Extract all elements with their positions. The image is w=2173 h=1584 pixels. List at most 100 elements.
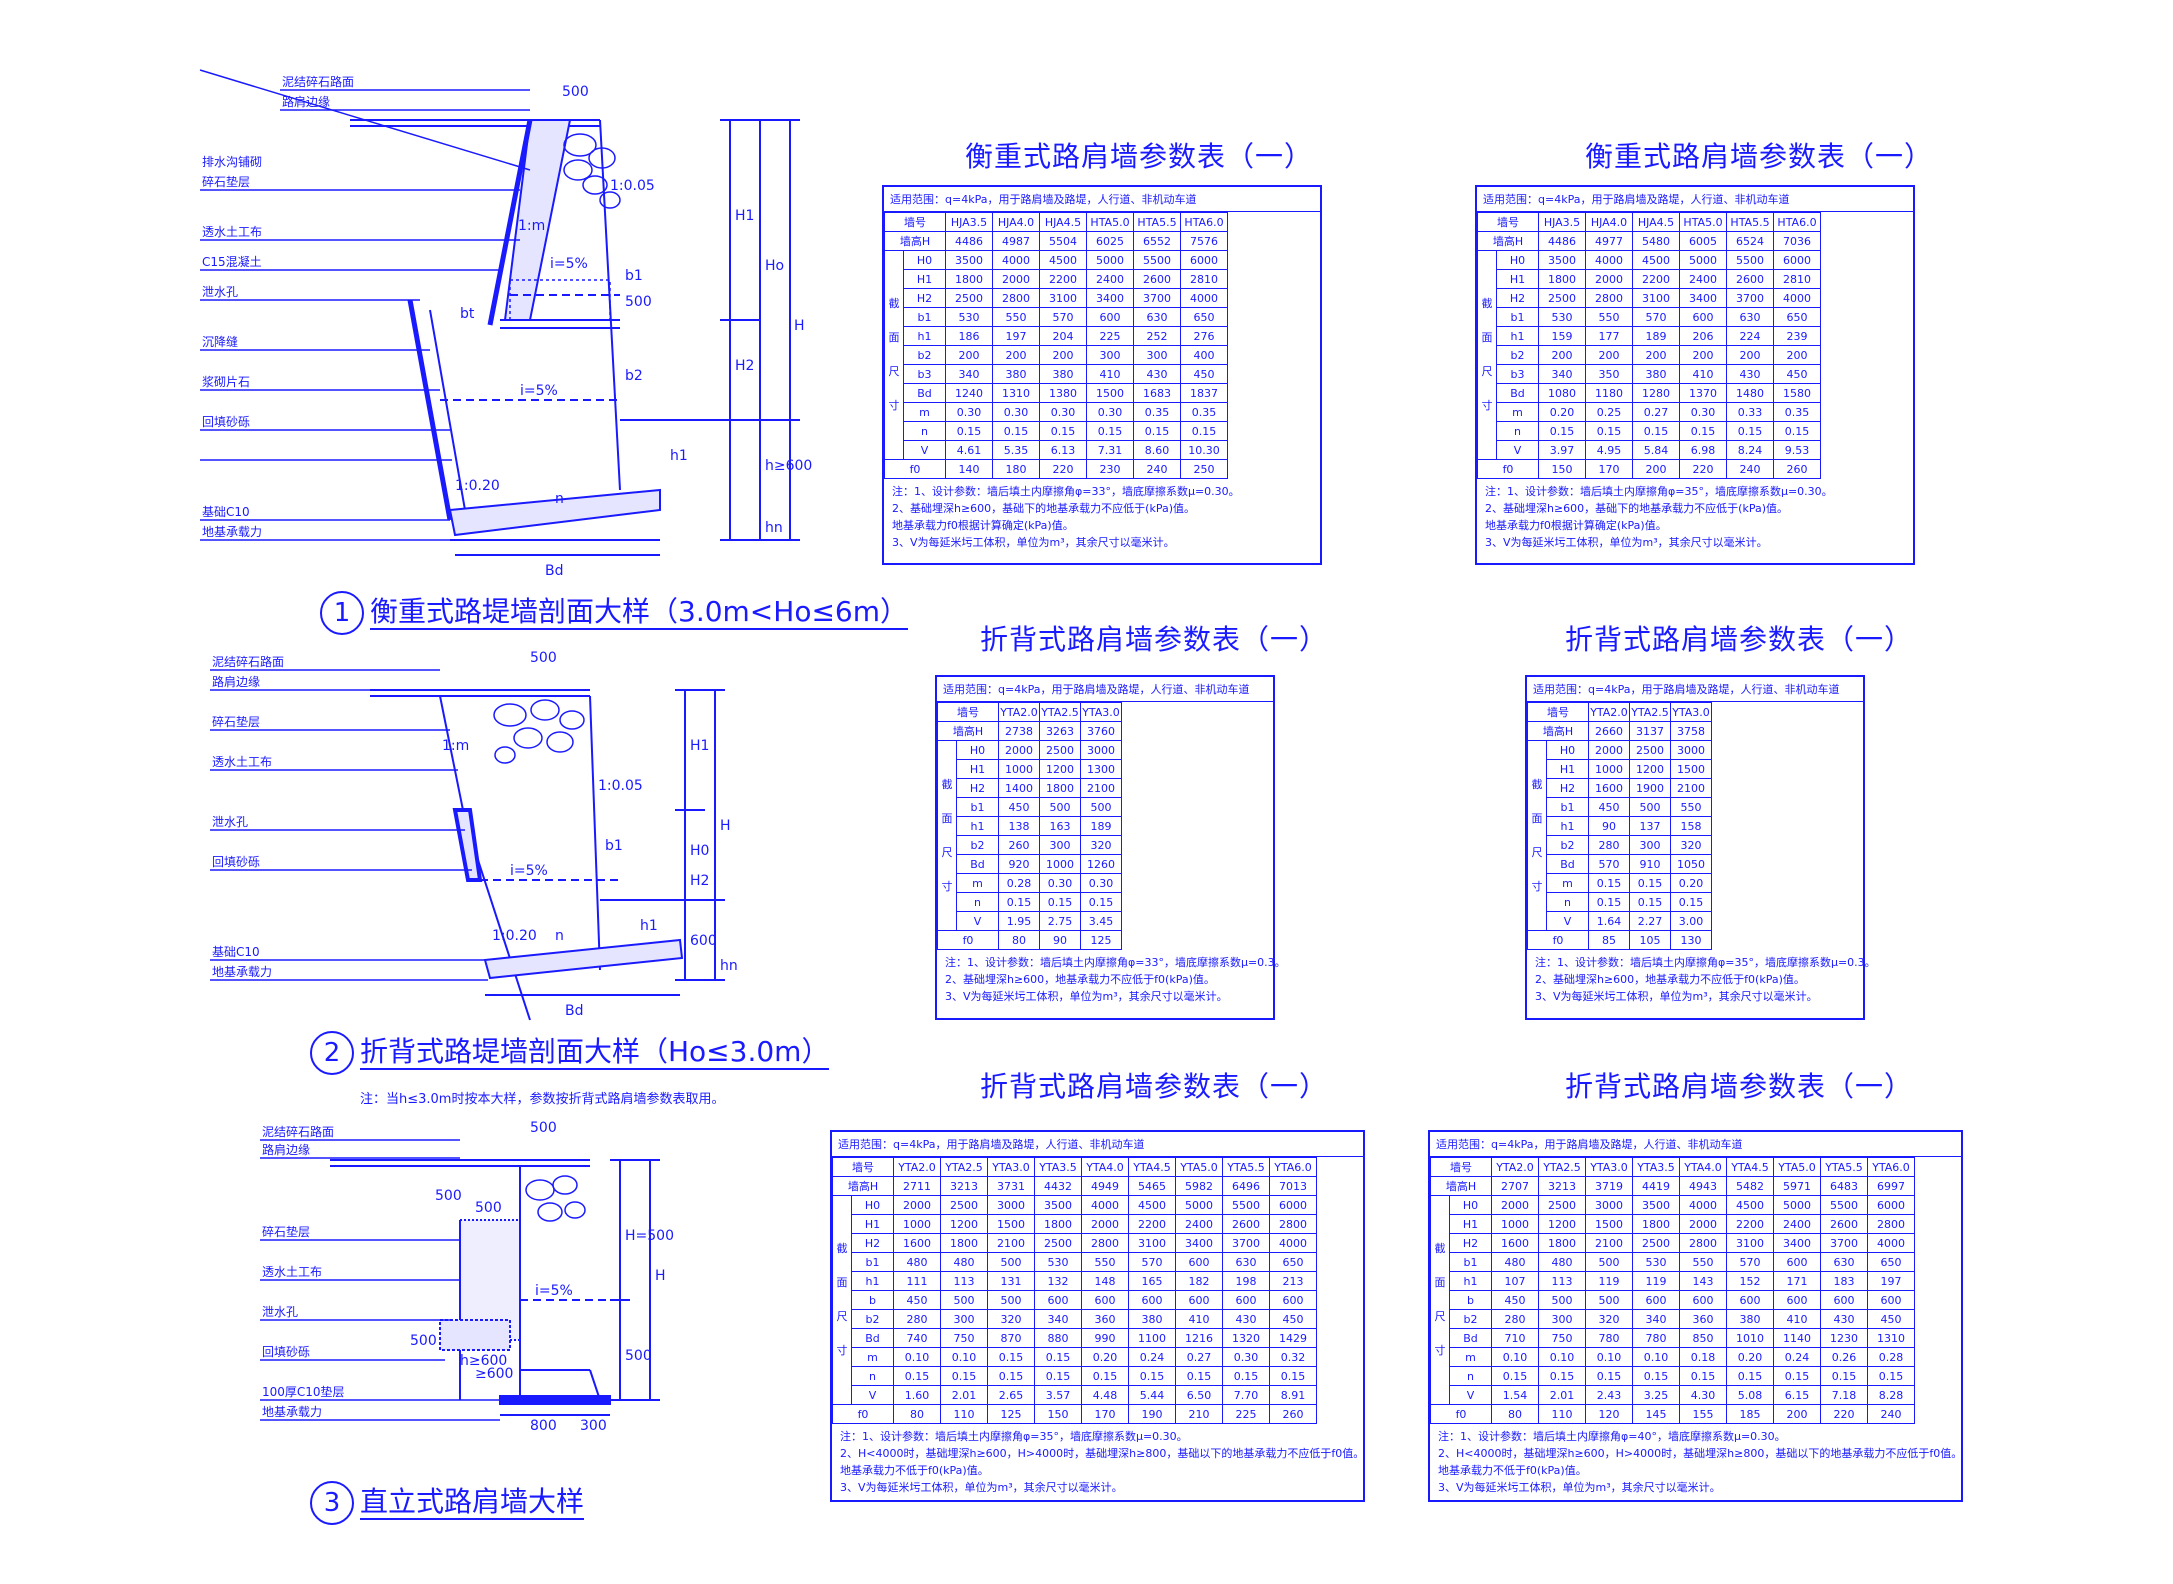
row-key: f0	[884, 459, 946, 479]
row-key: H2	[1449, 1233, 1492, 1253]
table-cell: 530	[945, 307, 993, 327]
table-cell: 450	[1180, 364, 1228, 384]
table-cell: 105	[1629, 930, 1671, 950]
table-cell: 280	[1588, 835, 1630, 855]
row-key: H0	[956, 740, 999, 760]
table-cell: 220	[1820, 1404, 1868, 1424]
table-cell: 410	[1175, 1309, 1223, 1329]
table-cell: 0.15	[1726, 421, 1774, 441]
row-key: H0	[1546, 740, 1589, 760]
table-cell: 600	[1867, 1290, 1915, 1310]
table-cell: 240	[1133, 459, 1181, 479]
table-cell: 600	[1128, 1290, 1176, 1310]
table-cell: 171	[1773, 1271, 1821, 1291]
row-key: Bd	[903, 383, 946, 403]
table-cell: 2738	[998, 721, 1040, 741]
row-label: 墙高H	[832, 1176, 894, 1196]
table-cell: 3000	[1585, 1195, 1633, 1215]
table-cell: 7.31	[1086, 440, 1134, 460]
table-cell: 80	[1491, 1404, 1539, 1424]
table-cell: 210	[1175, 1404, 1223, 1424]
table-cell: 3000	[1670, 740, 1712, 760]
table-cell: 550	[1081, 1252, 1129, 1272]
row-key: H0	[1449, 1195, 1492, 1215]
table-cell: 206	[1679, 326, 1727, 346]
d1-label-6: 泄水孔	[202, 285, 238, 299]
row-key: h1	[1496, 326, 1539, 346]
table-cell: 125	[1080, 930, 1122, 950]
col-header: 墙号	[1430, 1157, 1492, 1177]
col-header: YTA5.5	[1820, 1157, 1868, 1177]
d2-dim-3: b1	[605, 838, 623, 854]
col-header: YTA3.0	[1670, 702, 1712, 722]
table-cell: 2200	[1128, 1214, 1176, 1234]
note-line: 3、V为每延米圬工体积，单位为m³，其余尺寸以毫米计。	[892, 536, 1175, 549]
table-cell: 159	[1538, 326, 1586, 346]
row-key: f0	[1430, 1404, 1492, 1424]
row-key: b1	[903, 307, 946, 327]
table-cell: 2100	[987, 1233, 1035, 1253]
table-cell: 1400	[998, 778, 1040, 798]
table-cell: 3.45	[1080, 911, 1122, 931]
table-3-title: 折背式路肩墙参数表（一）	[1565, 623, 1914, 656]
row-key: V	[851, 1385, 894, 1405]
table-cell: 340	[1538, 364, 1586, 384]
table-cell: 0.20	[1538, 402, 1586, 422]
note-line: 注：1、设计参数：墙后填土内摩擦角φ=40°，墙底摩擦系数μ=0.30。	[1438, 1430, 1786, 1443]
table-cell: 550	[1679, 1252, 1727, 1272]
col-header: YTA2.0	[998, 702, 1040, 722]
table-cell: 1240	[945, 383, 993, 403]
table-cell: 0.15	[1679, 1366, 1727, 1386]
table-3-notes: 注：1、设计参数：墙后填土内摩擦角φ=35°，墙底摩擦系数μ=0.3。2、基础埋…	[1527, 950, 1876, 1009]
row-key: f0	[1477, 459, 1539, 479]
d1-dim-5: i=5%	[520, 383, 558, 399]
table-cell: 1800	[945, 269, 993, 289]
col-header: YTA4.5	[1726, 1157, 1774, 1177]
table-cell: 4987	[992, 231, 1040, 251]
table-cell: 6.50	[1175, 1385, 1223, 1405]
table-cell: 6.13	[1039, 440, 1087, 460]
table-1-scope: 适用范围：q=4kPa，用于路肩墙及路堤，人行道、非机动车道	[1477, 187, 1913, 212]
table-cell: 300	[1086, 345, 1134, 365]
table-cell: 2810	[1773, 269, 1821, 289]
table-cell: 650	[1180, 307, 1228, 327]
table-cell: 0.15	[1585, 1366, 1633, 1386]
col-header: YTA3.0	[1080, 702, 1122, 722]
table-cell: 1429	[1269, 1328, 1317, 1348]
d3-dim-3: h≥600	[460, 1353, 507, 1369]
table-cell: 0.15	[1820, 1366, 1868, 1386]
table-cell: 2.01	[1538, 1385, 1586, 1405]
table-cell: 260	[1773, 459, 1821, 479]
row-key: H0	[903, 250, 946, 270]
table-cell: 600	[1679, 307, 1727, 327]
table-cell: 2660	[1588, 721, 1630, 741]
table-cell: 340	[1632, 1309, 1680, 1329]
table-cell: 3.25	[1632, 1385, 1680, 1405]
table-cell: 6000	[1269, 1195, 1317, 1215]
table-cell: 189	[1632, 326, 1680, 346]
table-cell: 4500	[1726, 1195, 1774, 1215]
d1-dim-11: H2	[735, 358, 754, 374]
table-cell: 1683	[1133, 383, 1181, 403]
table-cell: 1.95	[998, 911, 1040, 931]
table-cell: 90	[1039, 930, 1081, 950]
table-cell: 200	[1773, 1404, 1821, 1424]
row-key: n	[956, 892, 999, 912]
drawing-1-caption-text: 衡重式路堤墙剖面大样（3.0m<Ho≤6m）	[370, 595, 909, 630]
table-cell: 0.24	[1128, 1347, 1176, 1367]
col-header: HJA3.5	[1538, 212, 1586, 232]
table-cell: 320	[1585, 1309, 1633, 1329]
table-cell: 4486	[1538, 231, 1586, 251]
d3-dim-11: ≥600	[475, 1366, 513, 1382]
table-cell: 0.15	[1773, 1366, 1821, 1386]
table-cell: 186	[945, 326, 993, 346]
row-key: H1	[1546, 759, 1589, 779]
row-key: f0	[937, 930, 999, 950]
table-cell: 600	[1269, 1290, 1317, 1310]
note-line: 注：1、设计参数：墙后填土内摩擦角φ=35°，墙底摩擦系数μ=0.3。	[1535, 956, 1876, 969]
note-line: 2、基础埋深h≥600，地基承载力不应低于f0(kPa)值。	[945, 973, 1215, 986]
table-cell: 710	[1491, 1328, 1539, 1348]
table-cell: 570	[1588, 854, 1630, 874]
table-cell: 240	[1867, 1404, 1915, 1424]
